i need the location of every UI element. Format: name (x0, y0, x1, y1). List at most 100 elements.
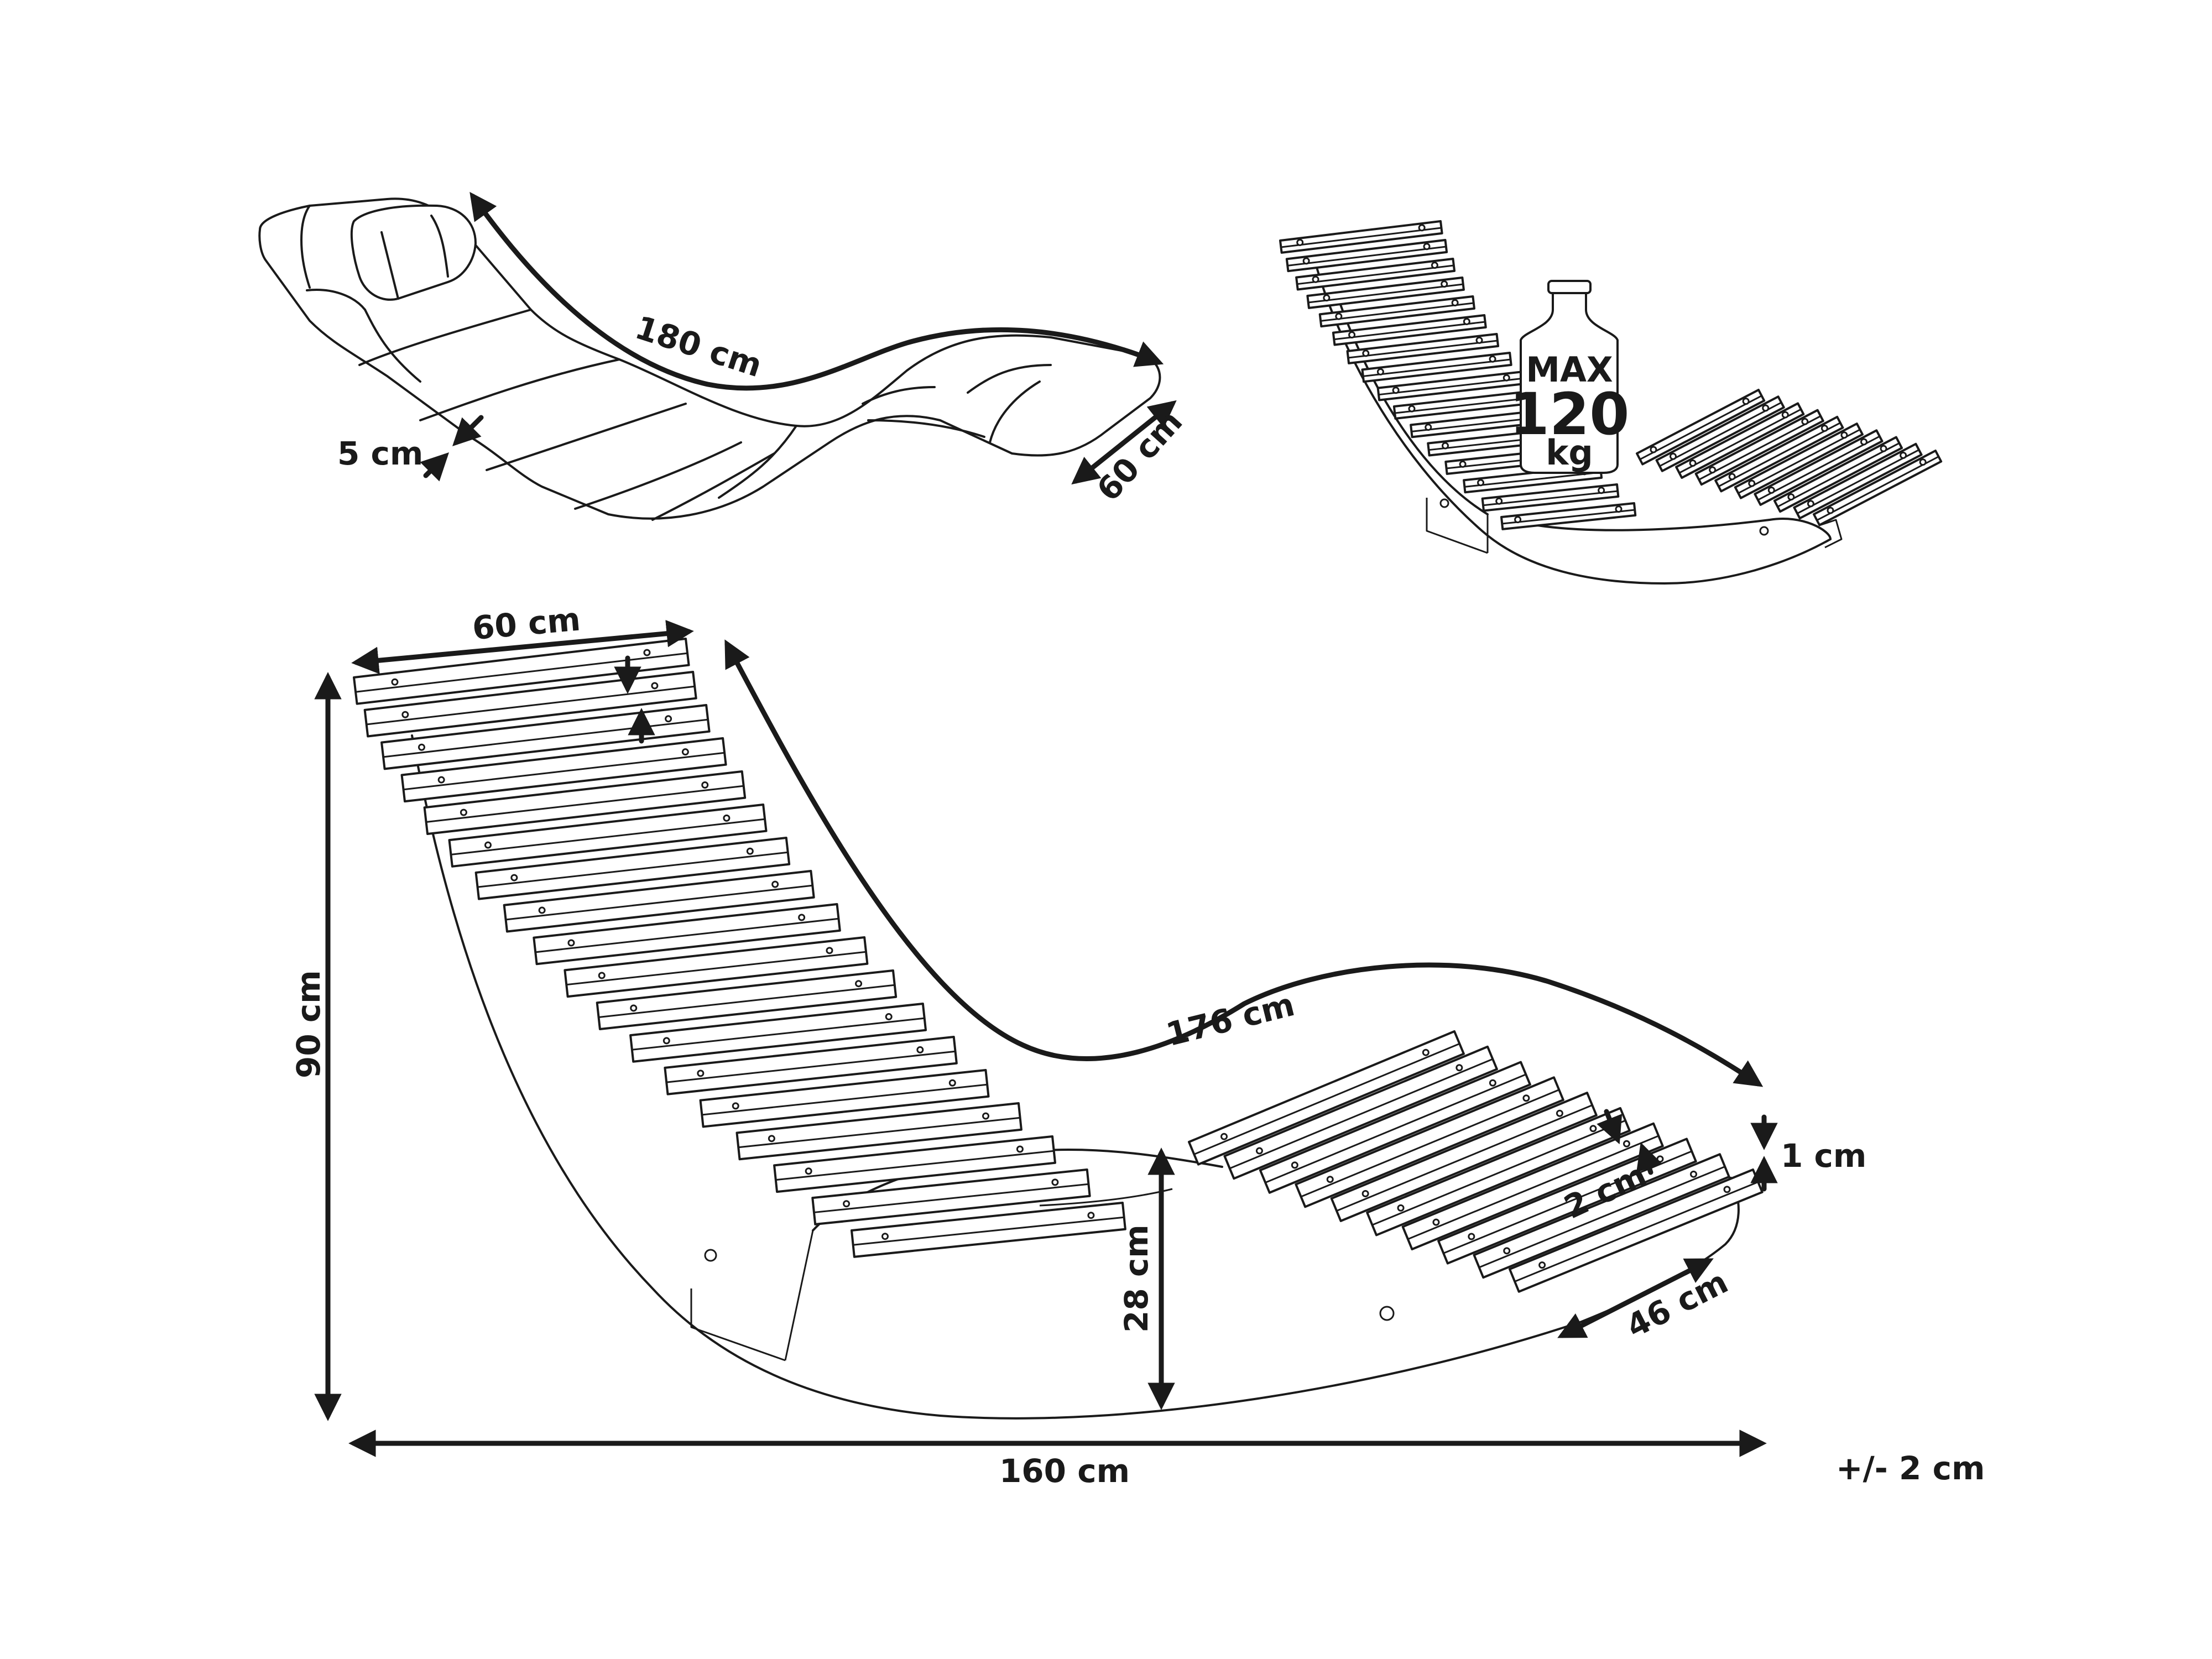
small-back-slat-16-screw-hole (1615, 505, 1623, 513)
small-seat-slat-3-edge (1679, 408, 1802, 474)
back-slat-16 (773, 1135, 1056, 1193)
slat-thickness-label: 1 cm (1781, 1137, 1866, 1175)
seat-slat-3-screw-hole (1489, 1079, 1496, 1087)
seat-slat-7 (1401, 1122, 1664, 1251)
seat-slat-5-edge (1336, 1104, 1593, 1212)
back-slat-16-screw-hole (1016, 1145, 1024, 1153)
back-slat-17-screw-hole (1051, 1178, 1059, 1186)
small-back-slat-5-screw-hole (1451, 299, 1459, 307)
small-back-slat-9-screw-hole (1392, 387, 1400, 394)
small-seat-slat-10-edge (1816, 456, 1939, 521)
seat-slat-9 (1473, 1153, 1730, 1279)
small-back-slat-8-screw-hole (1376, 368, 1384, 375)
small-back-slat-3-edge (1297, 264, 1454, 285)
small-seat-slat-7-edge (1757, 435, 1880, 501)
small-back-slat-16-screw-hole (1514, 516, 1522, 524)
back-slat-13-screw-hole (916, 1046, 924, 1053)
back-slat-6-screw-hole (723, 814, 731, 822)
small-back-slat-15-screw-hole (1495, 497, 1503, 505)
back-slat-13-screw-hole (697, 1070, 705, 1077)
back-slat-3 (380, 704, 711, 770)
back-slat-9-screw-hole (798, 914, 806, 921)
back-slat-5-edge (426, 785, 744, 823)
back-slat-1-screw-hole (643, 649, 651, 656)
back-slat-14-screw-hole (732, 1102, 739, 1110)
back-slat-4-screw-hole (681, 748, 689, 756)
back-slat-6-edge (451, 818, 765, 855)
small-back-slat-10-edge (1395, 396, 1539, 414)
small-seat-slat-4-screw-hole (1801, 418, 1809, 425)
small-back-slat-1-edge (1281, 227, 1442, 248)
back-slat-14-edge (702, 1083, 988, 1116)
seat-slat-8-screw-hole (1468, 1233, 1475, 1240)
small-back-slat-10-screw-hole (1408, 405, 1416, 413)
seat-slat-4 (1295, 1076, 1564, 1208)
back-slat-18-screw-hole (1087, 1212, 1095, 1219)
small-back-slat-16-edge (1502, 509, 1635, 525)
small-back-slat-8-screw-hole (1489, 355, 1496, 363)
seat-slat-4-edge (1301, 1089, 1559, 1198)
small-seat-slat-3-screw-hole (1781, 411, 1789, 419)
cushion-thickness-arrow-top (452, 415, 484, 447)
back-slat-4-edge (403, 752, 725, 791)
small-back-slat-4-edge (1308, 283, 1463, 304)
small-back-slat-6-screw-hole (1348, 331, 1356, 339)
seat-slat-1-screw-hole (1422, 1048, 1430, 1056)
back-slat-2-screw-hole (401, 711, 409, 718)
small-seat-slat-2-edge (1659, 401, 1782, 467)
small-back-slat-14-screw-hole (1477, 479, 1485, 487)
small-seat-slat-6-screw-hole (1840, 431, 1848, 439)
seat-slat-4-screw-hole (1326, 1176, 1334, 1183)
seat-slat-9-screw-hole (1503, 1247, 1511, 1255)
back-slat-17-edge (813, 1183, 1089, 1213)
small-seat-slat-4-screw-hole (1709, 466, 1717, 474)
seat-slat-6-screw-hole (1589, 1125, 1597, 1133)
small-seat-slat-6-edge (1738, 429, 1861, 494)
total-length-label: 160 cm (999, 1452, 1130, 1490)
back-slat-3-screw-hole (418, 743, 425, 751)
small-seat-slat-9-screw-hole (1900, 451, 1907, 459)
back-slat-5-screw-hole (460, 808, 467, 816)
cushion-length-dimension (469, 191, 1164, 391)
small-seat-slat-8-edge (1777, 442, 1900, 508)
small-seat-slat-4-edge (1698, 415, 1821, 481)
seat-slat-5 (1330, 1092, 1598, 1222)
seat-slat-7-edge (1407, 1135, 1659, 1240)
small-seat-slat-8-screw-hole (1787, 493, 1795, 501)
back-slat-11-screw-hole (630, 1004, 638, 1012)
back-slat-14-screw-hole (948, 1079, 956, 1087)
small-seat-slat-5-screw-hole (1820, 425, 1828, 432)
seat-slat-10-screw-hole (1538, 1261, 1546, 1269)
back-slat-7-screw-hole (746, 847, 754, 855)
small-back-slat-7-screw-hole (1475, 336, 1483, 344)
slat-gap-arrow-upper (1597, 1109, 1623, 1145)
small-back-slat-3-screw-hole (1312, 275, 1319, 283)
back-slat-18-screw-hole (881, 1233, 889, 1240)
curve-length-label: 176 cm (1162, 985, 1298, 1053)
cushion-thickness-label: 5 cm (337, 435, 423, 472)
seat-slat-8 (1437, 1138, 1697, 1265)
back-slat-12-screw-hole (885, 1013, 893, 1021)
seat-slat-10-screw-hole (1723, 1186, 1731, 1193)
back-slat-8-screw-hole (771, 880, 779, 888)
main-slats (353, 638, 1764, 1293)
seat-slat-7-screw-hole (1623, 1140, 1630, 1147)
back-slat-17 (811, 1168, 1091, 1225)
small-seat-slat-6-screw-hole (1748, 479, 1756, 487)
seat-slat-5-screw-hole (1361, 1190, 1369, 1198)
small-seat-slat-2-screw-hole (1762, 404, 1770, 412)
seat-slat-8-screw-hole (1656, 1155, 1664, 1163)
cushion-thickness-arrow-bottom (420, 452, 450, 482)
back-slat-8-screw-hole (538, 906, 546, 914)
seat-slat-5-screw-hole (1556, 1109, 1563, 1117)
back-slat-18 (851, 1202, 1126, 1258)
small-back-slat-9-edge (1378, 377, 1525, 396)
small-seat-slat-1-screw-hole (1742, 398, 1750, 405)
small-seat-slat-3-screw-hole (1689, 459, 1697, 467)
small-back-slat-5-screw-hole (1335, 312, 1343, 320)
weight-max-label: MAX (1526, 349, 1613, 390)
small-seat-slat-8-screw-hole (1880, 445, 1887, 452)
curve-length-dimension (724, 639, 1764, 1087)
small-seat-slat-5-edge (1718, 422, 1841, 487)
back-slat-17-screw-hole (843, 1200, 851, 1208)
